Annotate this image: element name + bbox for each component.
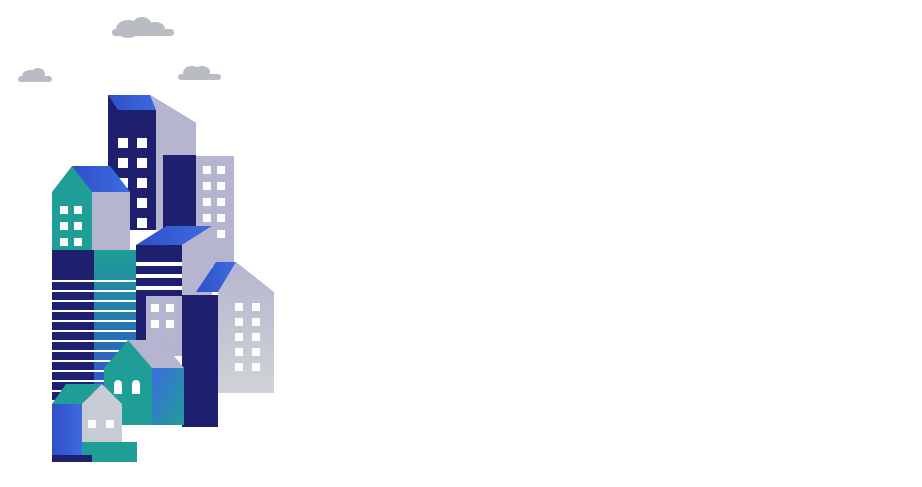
cloud-left [18, 68, 52, 82]
cloud-top [112, 17, 174, 38]
building-navy-right [182, 295, 218, 427]
building-lavender-house-right [196, 262, 274, 393]
house-teal-arched [104, 340, 184, 425]
house-small-front [52, 384, 137, 462]
cloud-right [178, 66, 221, 80]
